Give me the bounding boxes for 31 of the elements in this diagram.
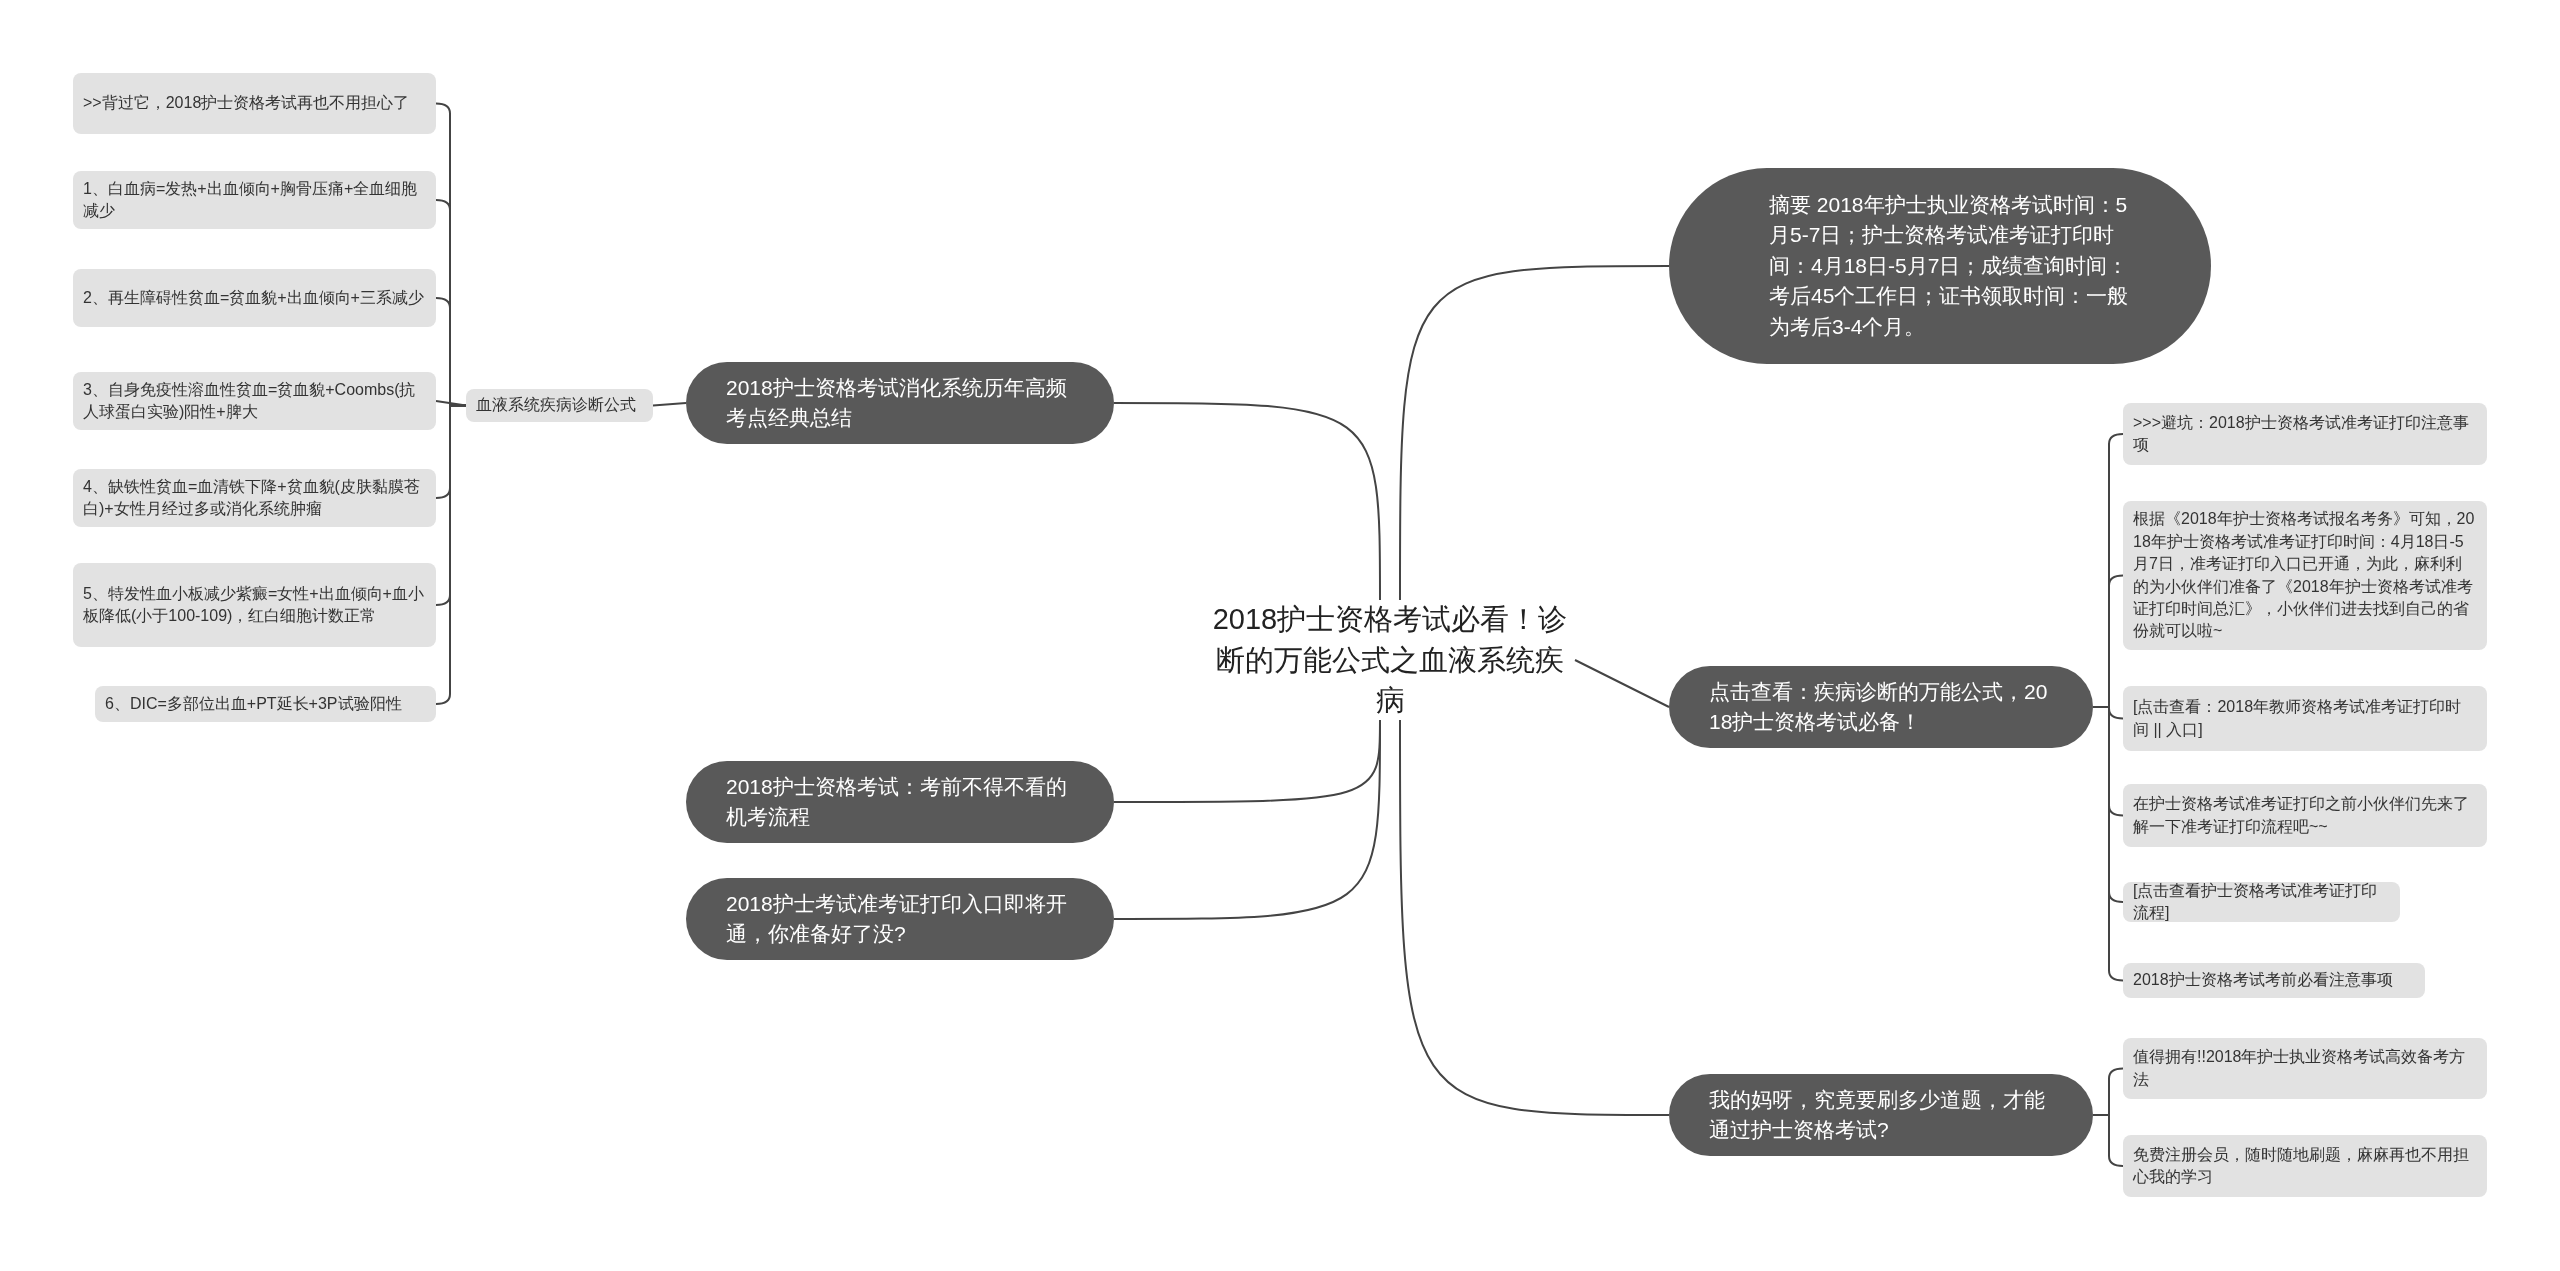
central-topic: 2018护士资格考试必看！诊断的万能公式之血液系统疾病 <box>1205 600 1575 720</box>
subtopic-box: 免费注册会员，随时随地刷题，麻麻再也不用担心我的学习 <box>2123 1135 2487 1197</box>
subtopic-box: 血液系统疾病诊断公式 <box>466 389 653 422</box>
connector-line <box>1574 659 1670 708</box>
summary-box: 摘要 2018年护士执业资格考试时间：5月5-7日；护士资格考试准考证打印时间：4月18日-5月7日；成绩查询时间：考后45个工作日；证书领取时间：一般为考后3-4个月。 <box>1669 168 2211 364</box>
topic-box: 2018护士资格考试消化系统历年高频考点经典总结 <box>686 362 1114 444</box>
subtopic-box: 6、DIC=多部位出血+PT延长+3P试验阳性 <box>95 686 436 722</box>
subtopic-box: 2、再生障碍性贫血=贫血貌+出血倾向+三系减少 <box>73 269 436 327</box>
connector-line <box>1113 402 1381 601</box>
topic-box: 我的妈呀，究竟要刷多少道题，才能通过护士资格考试? <box>1669 1074 2093 1156</box>
subtopic-box: >>背过它，2018护士资格考试再也不用担心了 <box>73 73 436 134</box>
topic-box: 点击查看：疾病诊断的万能公式，2018护士资格考试必备！ <box>1669 666 2093 748</box>
connector-line <box>652 402 687 407</box>
subtopic-box: 5、特发性血小板减少紫癜=女性+出血倾向+血小板降低(小于100-109)，红白细胞计数正常 <box>73 563 436 647</box>
subtopic-box: 3、自身免疫性溶血性贫血=贫血貌+Coombs(抗人球蛋白实验)阳性+脾大 <box>73 372 436 430</box>
subtopic-box: 4、缺铁性贫血=血清铁下降+贫血貌(皮肤黏膜苍白)+女性月经过多或消化系统肿瘤 <box>73 469 436 527</box>
subtopic-box: [点击查看：2018年教师资格考试准考证打印时间 || 入口] <box>2123 686 2487 751</box>
subtopic-box: >>>避坑：2018护士资格考试准考证打印注意事项 <box>2123 403 2487 465</box>
connector-line <box>2092 1114 2124 1167</box>
connector-line <box>1113 719 1381 920</box>
topic-box: 2018护士考试准考证打印入口即将开通，你准备好了没? <box>686 878 1114 960</box>
connector-line <box>2092 706 2124 982</box>
subtopic-box: 2018护士资格考试考前必看注意事项 <box>2123 963 2425 998</box>
subtopic-box: 在护士资格考试准考证打印之前小伙伴们先来了解一下准考证打印流程吧~~ <box>2123 784 2487 847</box>
connector-line <box>1399 719 1670 1116</box>
topic-box: 2018护士资格考试：考前不得不看的机考流程 <box>686 761 1114 843</box>
subtopic-box: 1、白血病=发热+出血倾向+胸骨压痛+全血细胞减少 <box>73 171 436 229</box>
subtopic-box: [点击查看护士资格考试准考证打印流程] <box>2123 882 2400 922</box>
subtopic-box: 根据《2018年护士资格考试报名考务》可知，2018年护士资格考试准考证打印时间：4月18日-5月7日，准考证打印入口已开通，为此，麻利利的为小伙伴们准备了《2018年护士资格考试准考证打印时间总汇》，小伙伴们进去找到自己的省份就可以啦~ <box>2123 501 2487 650</box>
connector-line <box>1399 265 1670 601</box>
subtopic-box: 值得拥有!!2018年护士执业资格考试高效备考方法 <box>2123 1038 2487 1099</box>
